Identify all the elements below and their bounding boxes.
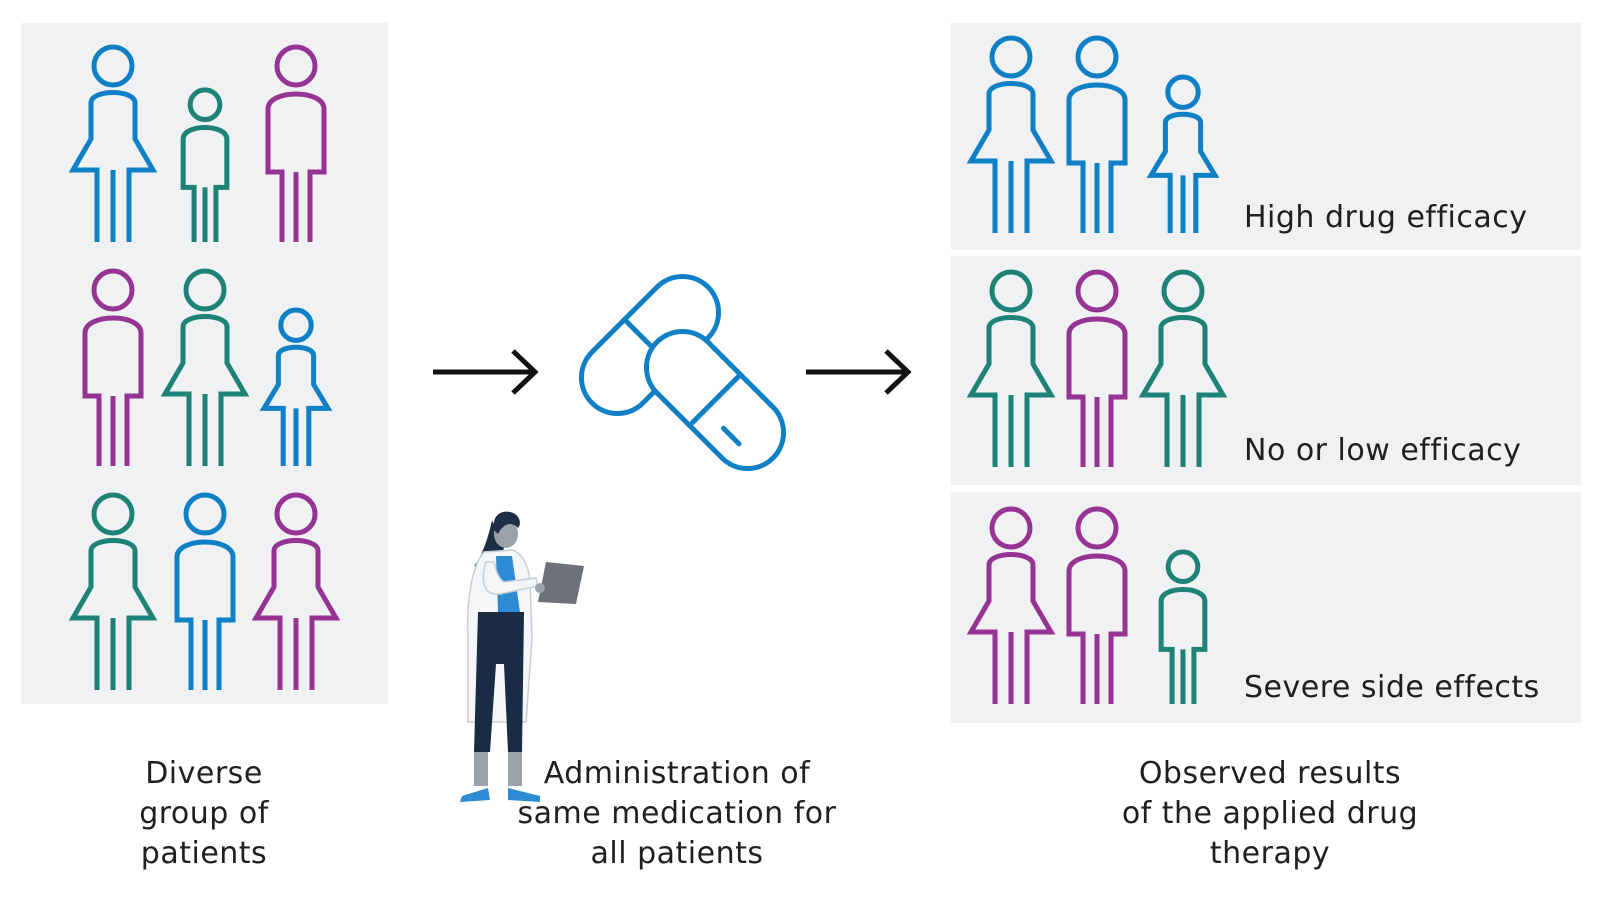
caption-line: therapy: [1209, 836, 1331, 871]
caption-line: Diverse: [145, 756, 263, 791]
caption-line: group of: [139, 796, 269, 831]
caption-line: Administration of: [543, 756, 811, 791]
arrow-right-icon: [433, 349, 539, 395]
pill-capsules-icon: [578, 273, 787, 472]
girl-figure-icon: [259, 307, 333, 466]
woman-figure-icon: [966, 35, 1056, 233]
man-figure-icon: [174, 492, 236, 690]
woman-figure-icon: [966, 269, 1056, 467]
child-figure-icon: [180, 87, 230, 242]
caption-results: Observed results of the applied drug the…: [1080, 754, 1460, 874]
result-panel-high-efficacy: [951, 23, 1581, 250]
woman-figure-icon: [68, 44, 158, 242]
arrow-right-icon: [806, 349, 912, 395]
caption-line: same medication for: [517, 796, 837, 831]
man-figure-icon: [82, 268, 144, 466]
result-panel-low-efficacy: [951, 256, 1581, 485]
caption-line: patients: [140, 836, 268, 871]
girl-figure-icon: [1146, 74, 1220, 233]
result-panel-side-effects: [951, 492, 1581, 723]
woman-figure-icon: [966, 506, 1056, 704]
child-figure-icon: [1158, 549, 1208, 704]
caption-line: of the applied drug: [1121, 796, 1419, 831]
caption-administration: Administration of same medication for al…: [487, 754, 867, 874]
result-figures: [966, 35, 1228, 704]
man-figure-icon: [1066, 506, 1128, 704]
man-figure-icon: [265, 44, 327, 242]
caption-patients: Diverse group of patients: [54, 754, 354, 874]
caption-line: Observed results: [1138, 756, 1402, 791]
caption-line: all patients: [590, 836, 764, 871]
woman-figure-icon: [251, 492, 341, 690]
patient-figures: [68, 44, 341, 690]
woman-figure-icon: [68, 492, 158, 690]
patients-panel: [21, 23, 388, 704]
result-label-side-effects: Severe side effects: [1244, 670, 1540, 705]
man-figure-icon: [1066, 269, 1128, 467]
doctor-with-tablet-icon: [460, 511, 584, 802]
result-label-high-efficacy: High drug efficacy: [1244, 200, 1528, 235]
woman-figure-icon: [160, 268, 250, 466]
man-figure-icon: [1066, 35, 1128, 233]
result-label-low-efficacy: No or low efficacy: [1244, 433, 1522, 468]
woman-figure-icon: [1138, 269, 1228, 467]
